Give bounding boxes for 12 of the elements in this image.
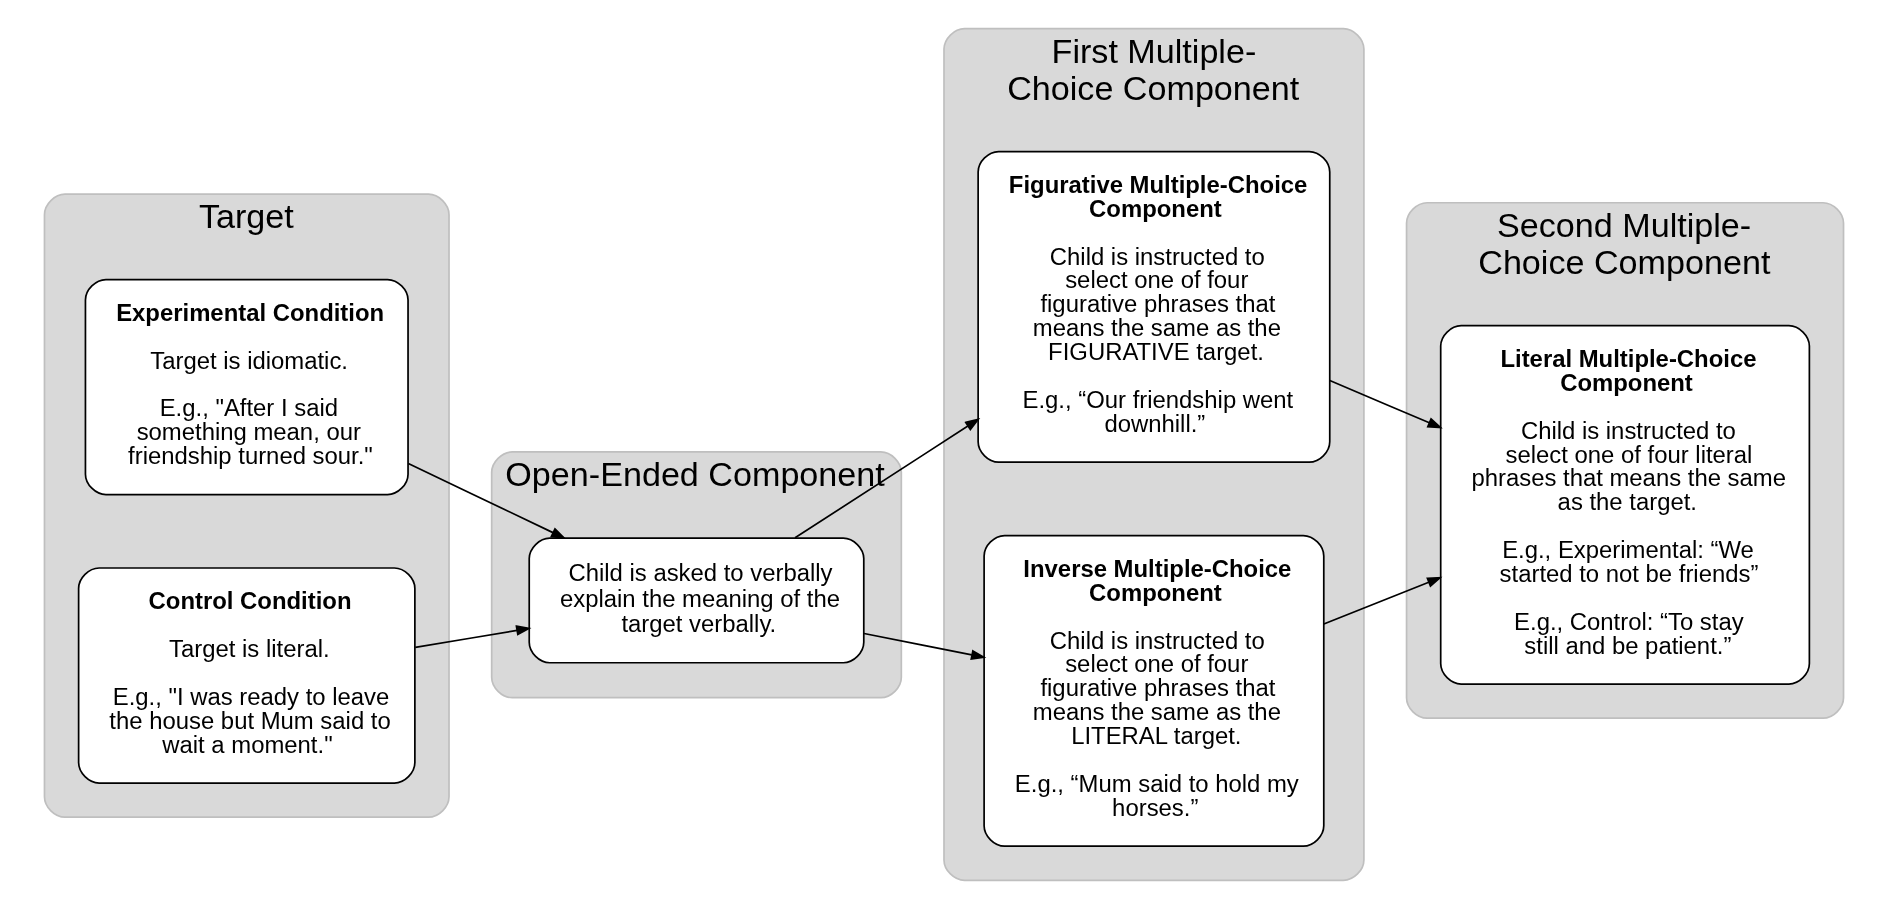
arrow	[862, 632, 986, 661]
node-box: Child is asked to verbally explain the meaning of the target verbally.	[527, 537, 865, 664]
node-box: Inverse Multiple-Choice Component Child is instructed to select one of four figurative phrases that means the same as the LITERAL target. E.g., “Mum said to hold my horses.”	[982, 534, 1325, 848]
arrow	[1328, 379, 1443, 429]
arrow	[1322, 576, 1442, 625]
arrow	[413, 625, 531, 649]
arrow	[793, 418, 980, 539]
node-box: Literal Multiple-Choice Component Child is instructed to select one of four literal phrases that means the same as the target. E.g., Experimental: “We started to not be friends” E.g., Control: “To stay still and be patient.”	[1439, 324, 1810, 685]
node-box: Experimental Condition Target is idiomatic. E.g., "After I said something mean, our friendship turned sour."	[84, 278, 409, 496]
node-box: Figurative Multiple-Choice Component Child is instructed to select one of four figurative phrases that means the same as the FIGURATIVE target. E.g., “Our friendship went downhill.”	[976, 150, 1331, 464]
node-box: Control Condition Target is literal. E.g., "I was ready to leave the house but Mum said to wait a moment."	[77, 567, 416, 784]
arrow	[406, 462, 566, 539]
